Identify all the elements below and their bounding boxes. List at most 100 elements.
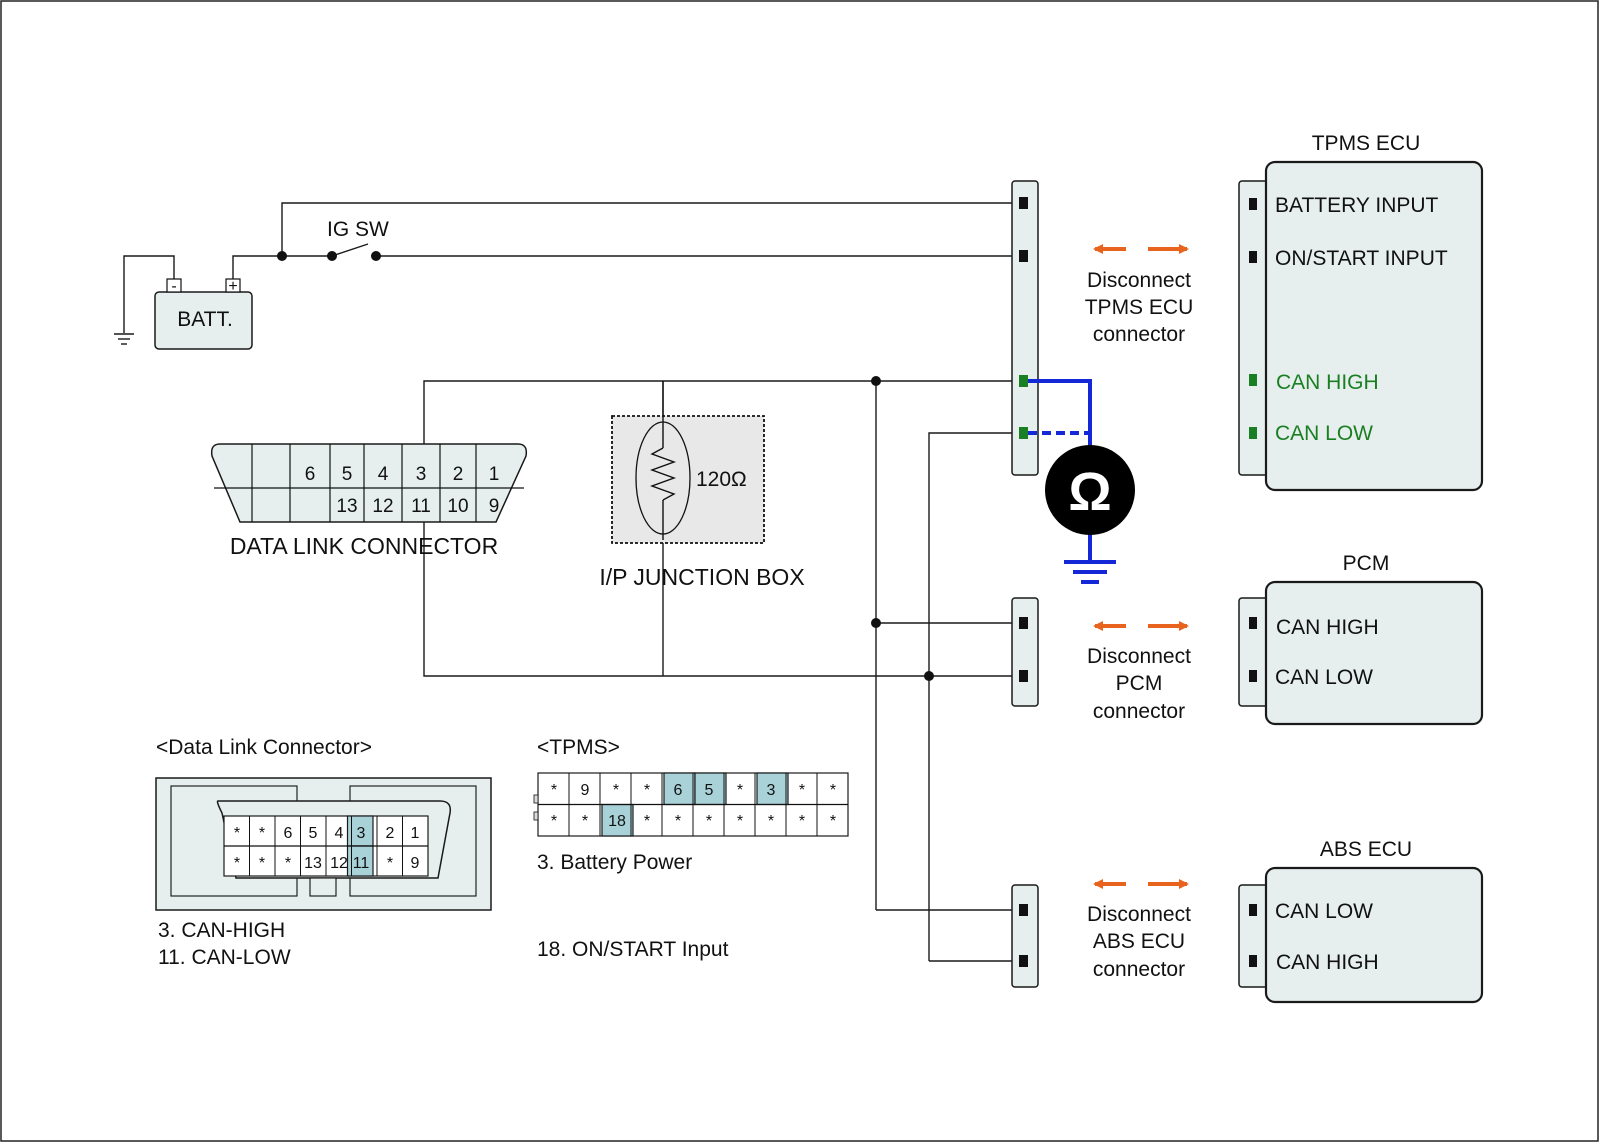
disconnect-line: ABS ECU bbox=[1093, 930, 1185, 953]
dlc-detail-pin: 2 bbox=[386, 825, 395, 842]
disconnect-line: PCM bbox=[1116, 672, 1163, 695]
tpms-detail-pin: * bbox=[644, 813, 650, 830]
tpms-detail-pin: 18 bbox=[608, 813, 626, 830]
junction-box-title: I/P JUNCTION BOX bbox=[599, 564, 804, 590]
connector-strips bbox=[1011, 180, 1039, 988]
dlc-pin: 4 bbox=[378, 464, 389, 485]
tpms-note: 3. Battery Power bbox=[537, 851, 692, 874]
tpms-detail-pin: * bbox=[644, 782, 650, 799]
tpms-note: 18. ON/START Input bbox=[537, 938, 729, 961]
tpms-ecu-title: TPMS ECU bbox=[1312, 132, 1421, 155]
dlc-detail-pin: 12 bbox=[330, 855, 348, 872]
tpms-pin-on-start-input: ON/START INPUT bbox=[1275, 247, 1448, 270]
ohmmeter: Ω bbox=[1028, 379, 1135, 584]
dlc-pin: 1 bbox=[489, 464, 500, 485]
abs-ecu-title: ABS ECU bbox=[1320, 838, 1412, 861]
tpms-detail-pin: * bbox=[613, 782, 619, 799]
dlc-detail-pin: * bbox=[259, 855, 265, 872]
dlc-pin: 6 bbox=[305, 464, 316, 485]
abs-ecu: ABS ECU CAN LOW CAN HIGH bbox=[1238, 838, 1484, 1004]
dlc-pin: 11 bbox=[411, 496, 431, 517]
dlc-note: 11. CAN-LOW bbox=[158, 946, 291, 969]
tpms-pin-battery-input: BATTERY INPUT bbox=[1275, 194, 1439, 217]
pcm: PCM CAN HIGH CAN LOW bbox=[1238, 552, 1484, 726]
tpms-detail-pin: * bbox=[737, 782, 743, 799]
tpms-detail-pin: 6 bbox=[674, 782, 683, 799]
dlc-detail-pin: * bbox=[259, 825, 265, 842]
abs-pin-can-high: CAN HIGH bbox=[1276, 951, 1379, 974]
dlc-detail-pin: 3 bbox=[357, 825, 366, 842]
disconnect-line: connector bbox=[1093, 958, 1185, 981]
tpms-detail-pin: * bbox=[582, 813, 588, 830]
tpms-harness-connector bbox=[1011, 180, 1039, 476]
battery-body bbox=[154, 291, 253, 350]
dlc-detail-pin: 13 bbox=[304, 855, 322, 872]
tpms-pin-can-low: CAN LOW bbox=[1275, 422, 1373, 445]
dlc-detail-pin: 4 bbox=[335, 825, 344, 842]
dlc-note: 3. CAN-HIGH bbox=[158, 919, 285, 942]
pcm-harness-connector bbox=[1011, 597, 1039, 707]
battery-label: BATT. bbox=[177, 308, 233, 331]
pcm-pin-can-high: CAN HIGH bbox=[1276, 616, 1379, 639]
disconnect-tpms: Disconnect TPMS ECU connector bbox=[1085, 244, 1194, 346]
tpms-detail-pin: * bbox=[830, 813, 836, 830]
battery-neg-label: - bbox=[171, 278, 176, 295]
disconnect-line: Disconnect bbox=[1087, 903, 1191, 926]
disconnect-line: Disconnect bbox=[1087, 645, 1191, 668]
disconnect-line: connector bbox=[1093, 323, 1185, 346]
tpms-detail-pin: * bbox=[799, 782, 805, 799]
disconnect-line: connector bbox=[1093, 700, 1185, 723]
disconnect-pcm: Disconnect PCM connector bbox=[1087, 621, 1191, 723]
disconnect-line: Disconnect bbox=[1087, 269, 1191, 292]
disconnect-line: TPMS ECU bbox=[1085, 296, 1194, 319]
dlc-detail-pin: 9 bbox=[411, 855, 420, 872]
pcm-title: PCM bbox=[1343, 552, 1390, 575]
tpms-detail-pin: * bbox=[551, 813, 557, 830]
tpms-detail-pin: * bbox=[706, 813, 712, 830]
battery-pos-label: + bbox=[228, 278, 237, 295]
tpms-detail-pin: * bbox=[799, 813, 805, 830]
dlc-detail-pin: 5 bbox=[309, 825, 318, 842]
tpms-detail-pin: * bbox=[675, 813, 681, 830]
tpms-detail-pin: 3 bbox=[767, 782, 776, 799]
dlc-pin: 12 bbox=[372, 496, 393, 517]
junction-box: 120Ω I/P JUNCTION BOX bbox=[599, 381, 805, 590]
disconnect-abs: Disconnect ABS ECU connector bbox=[1087, 879, 1191, 981]
tpms-pin-can-high: CAN HIGH bbox=[1276, 371, 1379, 394]
tpms-detail-pin: 9 bbox=[581, 782, 590, 799]
dlc-pin: 13 bbox=[336, 496, 357, 517]
wires bbox=[114, 202, 1024, 962]
tpms-detail: <TPMS> * 9 * * 6 5 * 3 * * * * 1 bbox=[533, 736, 849, 961]
pcm-pin-can-low: CAN LOW bbox=[1275, 666, 1373, 689]
dlc-detail-title: <Data Link Connector> bbox=[156, 736, 372, 759]
dlc-pin: 2 bbox=[453, 464, 464, 485]
ohm-icon: Ω bbox=[1068, 462, 1111, 522]
dlc-detail-pin: 6 bbox=[284, 825, 293, 842]
ig-switch-label: IG SW bbox=[327, 218, 389, 241]
dlc-detail-pin: * bbox=[234, 855, 240, 872]
dlc-detail-pin: * bbox=[285, 855, 291, 872]
dlc-pin: 5 bbox=[342, 464, 353, 485]
dlc-detail-pin: 11 bbox=[353, 855, 370, 872]
tpms-detail-pin: * bbox=[830, 782, 836, 799]
tpms-detail-title: <TPMS> bbox=[537, 736, 620, 759]
dlc-pin: 10 bbox=[447, 496, 468, 517]
dlc-detail-pin: * bbox=[234, 825, 240, 842]
tpms-ecu: TPMS ECU BATTERY INPUT ON/START INPUT CA… bbox=[1238, 132, 1484, 492]
dlc-pin: 3 bbox=[416, 464, 427, 485]
resistor-label: 120Ω bbox=[696, 468, 747, 491]
tpms-detail-pin: * bbox=[551, 782, 557, 799]
dlc-title: DATA LINK CONNECTOR bbox=[230, 533, 498, 559]
dlc-pin: 9 bbox=[489, 496, 500, 517]
tpms-detail-pin: * bbox=[737, 813, 743, 830]
ohmmeter-body bbox=[1045, 445, 1135, 535]
abs-pin-can-low: CAN LOW bbox=[1275, 900, 1373, 923]
dlc-detail-pin: * bbox=[387, 855, 393, 872]
data-link-connector: 6 5 4 3 2 1 13 12 11 10 9 DATA LINK CONN… bbox=[210, 443, 528, 559]
abs-harness-connector bbox=[1011, 884, 1039, 988]
dlc-detail: <Data Link Connector> * * 6 5 4 3 2 1 * … bbox=[155, 736, 492, 969]
dlc-detail-pin: 1 bbox=[411, 825, 420, 842]
tpms-detail-pin: * bbox=[768, 813, 774, 830]
battery: - + BATT. bbox=[154, 278, 253, 350]
